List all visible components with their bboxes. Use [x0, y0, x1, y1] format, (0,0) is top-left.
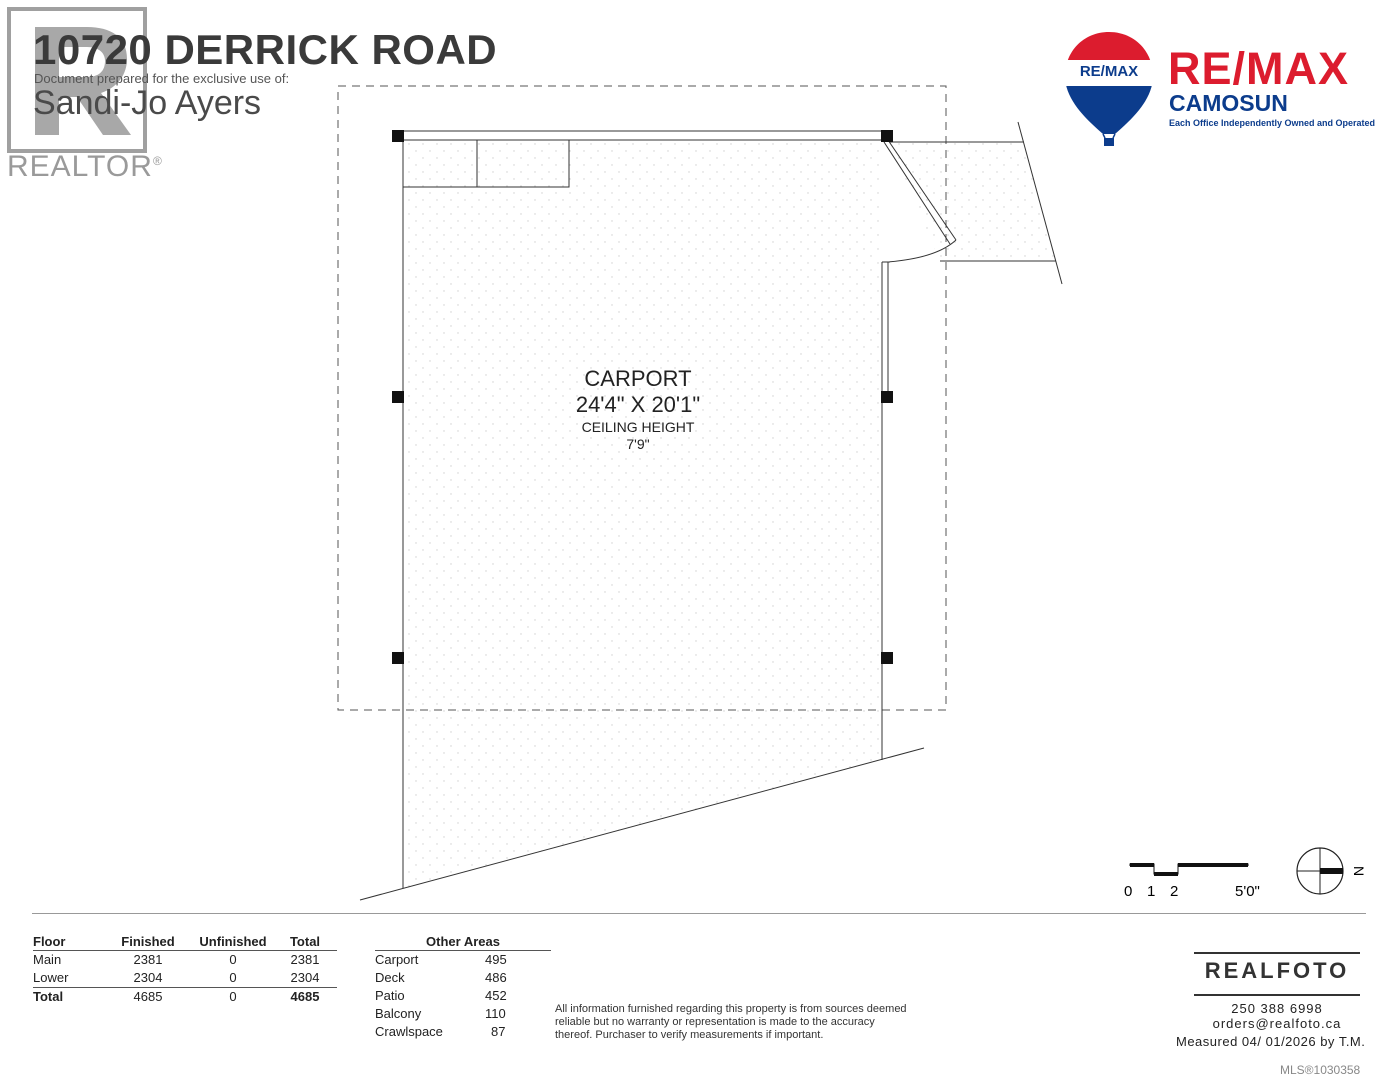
scale-label-1: 1 — [1147, 883, 1155, 900]
floor-fill — [403, 138, 1056, 888]
cell: Crawlspace — [375, 1024, 443, 1039]
table-row: Crawlspace 87 — [375, 1023, 551, 1041]
support-posts — [392, 130, 893, 664]
cell: 2304 — [103, 969, 193, 988]
other-areas-header: Other Areas — [375, 934, 551, 951]
room-name: CARPORT — [584, 366, 691, 391]
property-address: 10720 DERRICK ROAD — [33, 26, 498, 73]
door-swing — [883, 139, 957, 263]
cell: 0 — [229, 989, 237, 1004]
table-header-row: Other Areas — [375, 934, 551, 951]
table-header-row: Floor Finished Unfinished Total — [33, 934, 337, 951]
cell: 0 — [229, 952, 237, 967]
prepared-for-label: Document prepared for the exclusive use … — [34, 71, 290, 86]
table-row: Deck 486 — [375, 969, 551, 987]
cell: Main — [33, 952, 62, 967]
cell: 486 — [485, 970, 507, 985]
scale-label-5ft: 5'0" — [1235, 883, 1260, 900]
carport-walls — [359, 130, 925, 901]
cell: 110 — [485, 1006, 506, 1021]
scale-bar: 0 1 2 5'0" — [1124, 863, 1260, 900]
table-row: Balcony 110 — [375, 1005, 551, 1023]
patio-outline — [890, 121, 1063, 285]
measured-by: Measured 04/ 01/2026 by T.M. — [1176, 1034, 1366, 1049]
cell: 2304 — [273, 969, 337, 988]
scale-label-0: 0 — [1124, 883, 1132, 900]
floor-area-table: Floor Finished Unfinished Total Main 238… — [33, 934, 337, 1006]
realtor-wordmark: REALTOR® — [7, 150, 163, 183]
mls-number: MLS®1030358 — [1280, 1063, 1361, 1077]
ceiling-height-label: CEILING HEIGHT — [582, 419, 695, 435]
north-compass-icon: N — [1296, 847, 1367, 895]
cell: 4685 — [290, 989, 320, 1004]
remax-tagline: Each Office Independently Owned and Oper… — [1169, 118, 1376, 128]
table-row: Main 2381 0 2381 — [33, 951, 337, 970]
col-unfinished: Unfinished — [193, 934, 273, 951]
col-total: Total — [273, 934, 337, 951]
company-email: orders@realfoto.ca — [1212, 1016, 1342, 1031]
cell: Carport — [375, 952, 419, 967]
col-finished: Finished — [103, 934, 193, 951]
company-phone: 250 388 6998 — [1231, 1001, 1323, 1016]
cell: 0 — [193, 969, 273, 988]
remax-office: CAMOSUN — [1169, 90, 1288, 116]
table-row: Carport 495 — [375, 951, 551, 970]
cell: 87 — [491, 1024, 506, 1039]
svg-text:RE/MAX: RE/MAX — [1080, 63, 1138, 80]
cell: Patio — [375, 988, 405, 1003]
cell: 495 — [485, 952, 507, 967]
scale-label-2: 2 — [1170, 883, 1178, 900]
realtor-logo-icon — [7, 7, 147, 153]
table-total-row: Total 4685 0 4685 — [33, 988, 337, 1007]
room-dimensions: 24'4" X 20'1" — [576, 392, 700, 417]
cell: 452 — [485, 988, 507, 1003]
remax-name: RE/MAX — [1168, 43, 1350, 94]
table-row: Lower 2304 0 2304 — [33, 969, 337, 988]
cell: Deck — [375, 970, 405, 985]
cell: 2381 — [133, 952, 163, 967]
cell: Balcony — [375, 1006, 422, 1021]
cell: 2381 — [290, 952, 320, 967]
ceiling-height-value: 7'9" — [626, 436, 649, 452]
realfoto-logo: REALFOTO — [1204, 958, 1350, 983]
disclaimer-text: All information furnished regarding this… — [555, 1003, 907, 1041]
cell: Total — [33, 989, 64, 1004]
cell: 4685 — [133, 989, 163, 1004]
remax-balloon-icon: RE/MAX — [1065, 32, 1153, 146]
footer-divider — [32, 913, 1366, 914]
realfoto-logo-frame — [1194, 952, 1360, 996]
compass-label: N — [1351, 866, 1367, 876]
col-floor: Floor — [33, 934, 103, 951]
table-row: Patio 452 — [375, 987, 551, 1005]
cell: Lower — [33, 969, 103, 988]
client-name: Sandi-Jo Ayers — [33, 84, 262, 122]
